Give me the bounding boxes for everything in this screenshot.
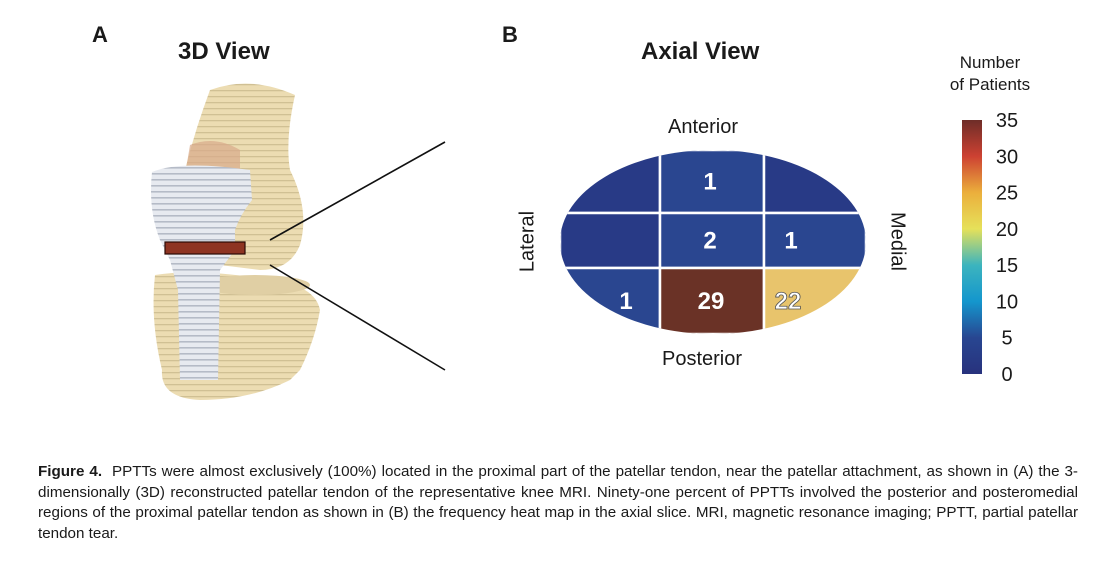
label-anterior: Anterior xyxy=(668,116,739,138)
knee-3d-model xyxy=(151,83,320,400)
panel-b-letter: B xyxy=(502,22,518,47)
colorbar-tick-label: 10 xyxy=(996,291,1018,313)
colorbar-title: Number of Patients xyxy=(938,52,1042,96)
heatmap-value-label: 22 xyxy=(775,288,802,315)
colorbar-tick-label: 20 xyxy=(996,219,1018,241)
colorbar-gradient xyxy=(962,120,982,374)
colorbar-tick-label: 0 xyxy=(1001,364,1012,386)
panel-a-title: 3D View xyxy=(178,38,270,65)
label-posterior: Posterior xyxy=(662,348,743,370)
heatmap-cell-middle-central xyxy=(658,211,766,270)
colorbar-tick-label: 30 xyxy=(996,146,1018,168)
colorbar-tick-label: 15 xyxy=(996,255,1018,277)
heatmap-value-label: 1 xyxy=(619,288,632,315)
tear-marker xyxy=(164,241,246,255)
heatmap-value-label: 1 xyxy=(703,169,716,196)
heatmap-cell-posterior-central xyxy=(658,266,766,334)
heatmap-value-label: 29 xyxy=(698,288,725,315)
patellar-tendon xyxy=(151,165,252,380)
colorbar-title-line1: Number xyxy=(959,53,1021,72)
colorbar-tick-label: 25 xyxy=(996,183,1018,205)
colorbar-title-line2: of Patients xyxy=(949,75,1031,94)
panel-a-letter: A xyxy=(92,22,108,47)
zoom-line-lower xyxy=(269,264,446,371)
heatmap-value-label: 1 xyxy=(784,228,797,255)
label-lateral: Lateral xyxy=(516,210,539,273)
heatmap-cell-posterior-lateral xyxy=(560,266,662,334)
caption-label: Figure 4. xyxy=(38,463,103,480)
panel-b-title: Axial View xyxy=(641,38,760,65)
figure-caption: Figure 4. PPTTs were almost exclusively … xyxy=(38,462,1078,544)
colorbar-tick-label: 5 xyxy=(1001,328,1012,350)
tibial-plateau xyxy=(200,275,310,295)
heatmap-cell-anterior-medial xyxy=(762,150,866,215)
colorbar-tick-label: 35 xyxy=(996,110,1018,132)
axial-heatmap-figure: 1 2 1 1 29 22 0 5 10 15 20 25 30 35 xyxy=(269,110,1018,386)
caption-text: PPTTs were almost exclusively (100%) loc… xyxy=(38,463,1078,542)
heatmap-cell-anterior-lateral xyxy=(560,150,662,215)
heatmap-cell-middle-lateral xyxy=(560,211,662,270)
heatmap-value-label: 2 xyxy=(703,228,716,255)
label-medial: Medial xyxy=(886,212,909,271)
heatmap-cell-middle-medial xyxy=(762,211,866,270)
zoom-line-upper xyxy=(269,141,446,241)
